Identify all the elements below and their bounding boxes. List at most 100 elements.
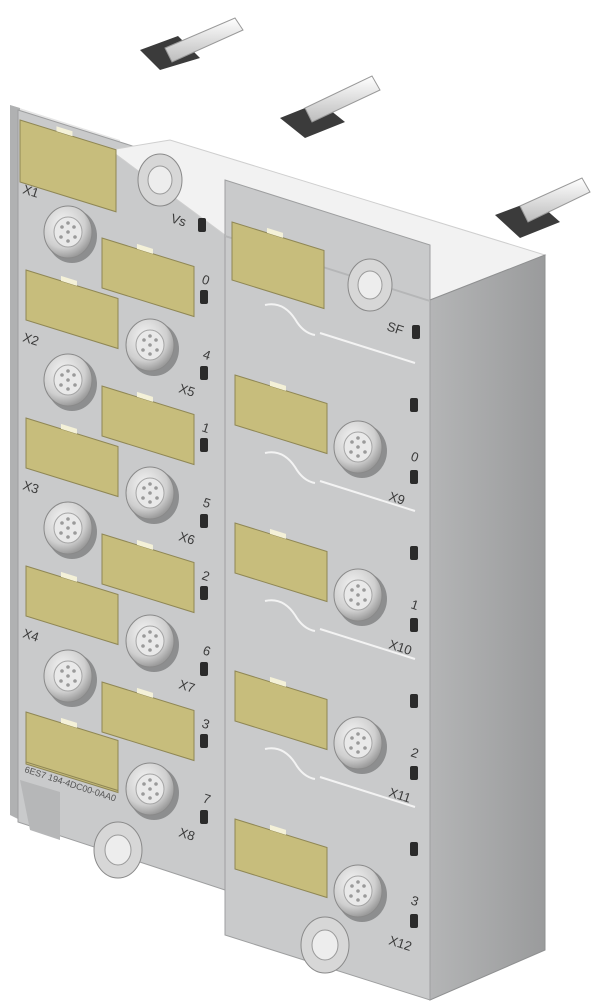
cable-mark-2 <box>264 451 316 484</box>
connector-pin <box>73 383 77 387</box>
connector-pin <box>60 225 64 229</box>
connector-label-x3: X3 <box>21 478 41 497</box>
label-strip-left-1 <box>25 269 119 350</box>
pin <box>304 75 381 123</box>
m12-connectors <box>43 205 387 922</box>
label-strip-right-1-tab <box>269 380 286 391</box>
sf-label: SF <box>385 319 405 338</box>
connector-label-x11: X11 <box>387 785 413 806</box>
connector-pin <box>72 373 76 377</box>
connector-pin <box>73 679 77 683</box>
mounting-pins <box>140 17 591 238</box>
cable-mark-2-line <box>319 480 416 512</box>
connector-pin <box>148 482 152 486</box>
connector-pin <box>349 598 353 602</box>
right-led-top-2 <box>410 546 418 560</box>
connector-pin <box>363 746 367 750</box>
connector-pin <box>155 792 159 796</box>
connector-pin <box>73 531 77 535</box>
connector-pin <box>141 644 145 648</box>
right-channel-label-2: 1 <box>409 597 421 614</box>
connector-pin <box>155 644 159 648</box>
screw <box>147 165 173 195</box>
label-strip-mid-3 <box>101 533 195 614</box>
connector-pin <box>356 880 360 884</box>
channel-led-0 <box>200 290 208 304</box>
connector-pin <box>66 517 70 521</box>
left-housing-foot <box>20 780 60 840</box>
connector-pin <box>356 732 360 736</box>
right-channel-label-3: 2 <box>409 745 421 762</box>
connector-label-x1: X1 <box>21 182 41 201</box>
connector-pin <box>66 221 70 225</box>
connector-x6 <box>125 466 179 524</box>
connector-pin <box>154 338 158 342</box>
connector-label-x7: X7 <box>177 677 197 696</box>
label-strip-mid-4 <box>101 681 195 762</box>
label-strip-left-5 <box>25 711 119 792</box>
connector-pin <box>66 526 70 530</box>
connector-pin <box>356 445 360 449</box>
connector-pin <box>141 348 145 352</box>
right-housing-side <box>429 254 546 1001</box>
connector-pin <box>59 679 63 683</box>
connector-pin <box>66 239 70 243</box>
right-channel-label-1: 0 <box>409 449 421 466</box>
connector-pin <box>66 683 70 687</box>
connector-pin <box>66 230 70 234</box>
connector-pin <box>362 588 366 592</box>
channel-led-7 <box>200 810 208 824</box>
label-strip-right-3 <box>234 670 328 751</box>
right-led-top-1 <box>410 398 418 412</box>
connector-pin <box>362 736 366 740</box>
connector-pin <box>356 741 360 745</box>
channel-led-5 <box>200 514 208 528</box>
label-strip-right-2 <box>234 522 328 603</box>
label-strip-top-right <box>231 221 325 310</box>
screw <box>311 929 339 961</box>
connector-pin <box>148 630 152 634</box>
connector-label-x9: X9 <box>387 489 407 508</box>
connector-label-x2: X2 <box>21 330 41 349</box>
cable-mark-4 <box>264 747 316 780</box>
connector-x11 <box>333 716 387 774</box>
connector-pin <box>148 778 152 782</box>
connector-pin <box>362 440 366 444</box>
label-strip-right-4-tab <box>269 824 286 835</box>
connector-pin <box>148 500 152 504</box>
cable-mark-1 <box>264 303 316 336</box>
label-strip-right-3-tab <box>269 676 286 687</box>
right-led-0 <box>410 470 418 484</box>
connector-x8 <box>125 762 179 820</box>
connector-label-x5: X5 <box>177 381 197 400</box>
right-led-top-4 <box>410 842 418 856</box>
connector-label-x12: X12 <box>387 933 414 954</box>
channel-led-6 <box>200 662 208 676</box>
connector-pin <box>350 588 354 592</box>
connector-pin <box>66 674 70 678</box>
label-strip-left-5-tab <box>60 717 77 728</box>
label-strips <box>19 119 416 899</box>
connector-pin <box>356 436 360 440</box>
connector-pin <box>142 634 146 638</box>
pin <box>164 17 244 63</box>
connector-pin <box>148 639 152 643</box>
connector-pin <box>59 235 63 239</box>
channel-led-4 <box>200 366 208 380</box>
cable-mark-4-line <box>319 776 416 808</box>
connector-pin <box>66 378 70 382</box>
connector-pin <box>356 889 360 893</box>
connector-pin <box>141 496 145 500</box>
connector-pin <box>356 584 360 588</box>
cable-mark-1-line <box>319 332 416 364</box>
label-strip-mid-2 <box>101 385 195 466</box>
channel-label-3: 3 <box>200 716 212 733</box>
connector-pin <box>66 369 70 373</box>
right-channel-label-4: 3 <box>409 893 421 910</box>
connector-label-x10: X10 <box>387 637 414 658</box>
connector-pin <box>363 598 367 602</box>
cable-mark-3 <box>264 599 316 632</box>
label-strip-mid-4-tab <box>136 687 153 698</box>
